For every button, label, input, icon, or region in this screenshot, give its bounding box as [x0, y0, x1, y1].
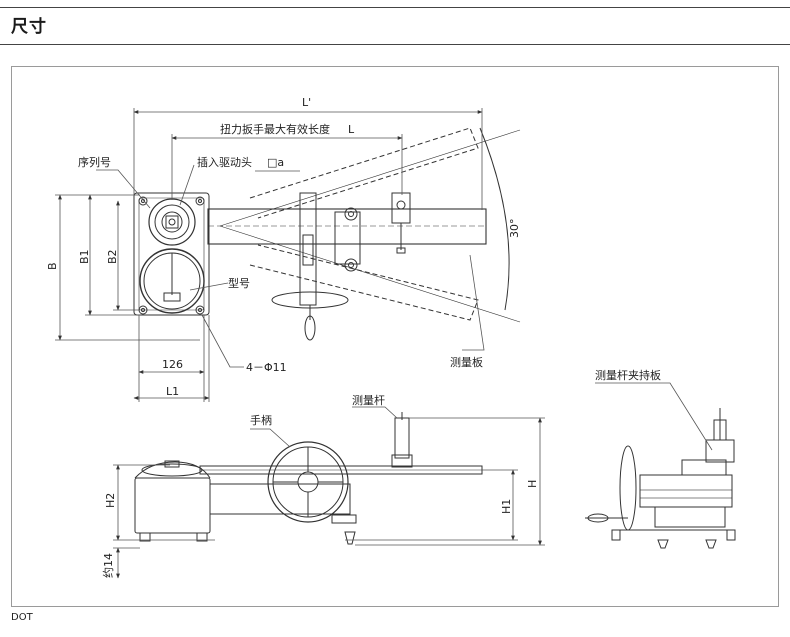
drive-head [148, 198, 196, 246]
bolt-hole [195, 305, 205, 315]
top-view [133, 127, 521, 341]
label-rod-clamp-plate: 测量杆夹持板 [595, 368, 661, 382]
top-dimensions [55, 108, 485, 402]
label-handle: 手柄 [250, 413, 272, 427]
footer-code: DOT [11, 612, 33, 623]
label-B2: B2 [106, 249, 119, 264]
label-l-prime: L' [302, 96, 311, 109]
label-H1: H1 [500, 499, 513, 514]
label-model: 型号 [228, 276, 250, 290]
label-B: B [46, 262, 59, 270]
measuring-rod [394, 417, 410, 459]
label-L: L [348, 123, 355, 136]
drawing-frame [11, 66, 779, 607]
label-angle-30: 30° [508, 219, 521, 239]
side-labels: 测量杆夹持板 [595, 368, 661, 382]
section-header: 尺寸 [0, 0, 790, 52]
bolt-hole [195, 196, 205, 206]
top-labels: L' 扭力扳手最大有效长度 L 序列号 插入驱动头 □a B B1 B2 型号 … [46, 96, 521, 398]
label-square-a: □a [267, 156, 284, 169]
label-dim-126: 126 [162, 358, 183, 371]
front-view [134, 412, 483, 545]
header-top-rule [0, 7, 790, 8]
angle-arc [479, 127, 510, 311]
side-handwheel [619, 445, 637, 531]
side-frame [639, 474, 733, 508]
side-dimensions [595, 382, 713, 451]
bolt-hole [138, 196, 148, 206]
front-dimensions [113, 406, 545, 579]
label-holes: 4－Φ11 [246, 361, 287, 374]
label-H: H [526, 480, 539, 488]
label-approx-14: 约14 [102, 553, 115, 578]
label-measuring-rod: 测量杆 [352, 393, 385, 407]
label-L1: L1 [166, 385, 179, 398]
label-measuring-plate: 测量板 [450, 355, 483, 369]
label-drive-head: 插入驱动头 [197, 155, 252, 169]
label-B1: B1 [78, 249, 91, 264]
front-labels: 手柄 测量杆 H H1 H2 约14 [102, 393, 539, 578]
front-base [134, 477, 211, 534]
header-bottom-rule [0, 44, 790, 45]
section-title: 尺寸 [11, 17, 47, 37]
end-clamp [391, 192, 411, 224]
dial-gauge [139, 248, 205, 314]
rod-clamp [713, 419, 727, 441]
side-view [585, 408, 736, 549]
label-max-effective-length: 扭力扳手最大有效长度 [220, 122, 330, 136]
slider-frame [299, 192, 317, 306]
wrench-bar [207, 208, 487, 245]
handwheel-front [267, 441, 349, 523]
label-H2: H2 [104, 493, 117, 508]
base-plate [133, 192, 210, 316]
label-serial-number: 序列号 [78, 155, 111, 169]
